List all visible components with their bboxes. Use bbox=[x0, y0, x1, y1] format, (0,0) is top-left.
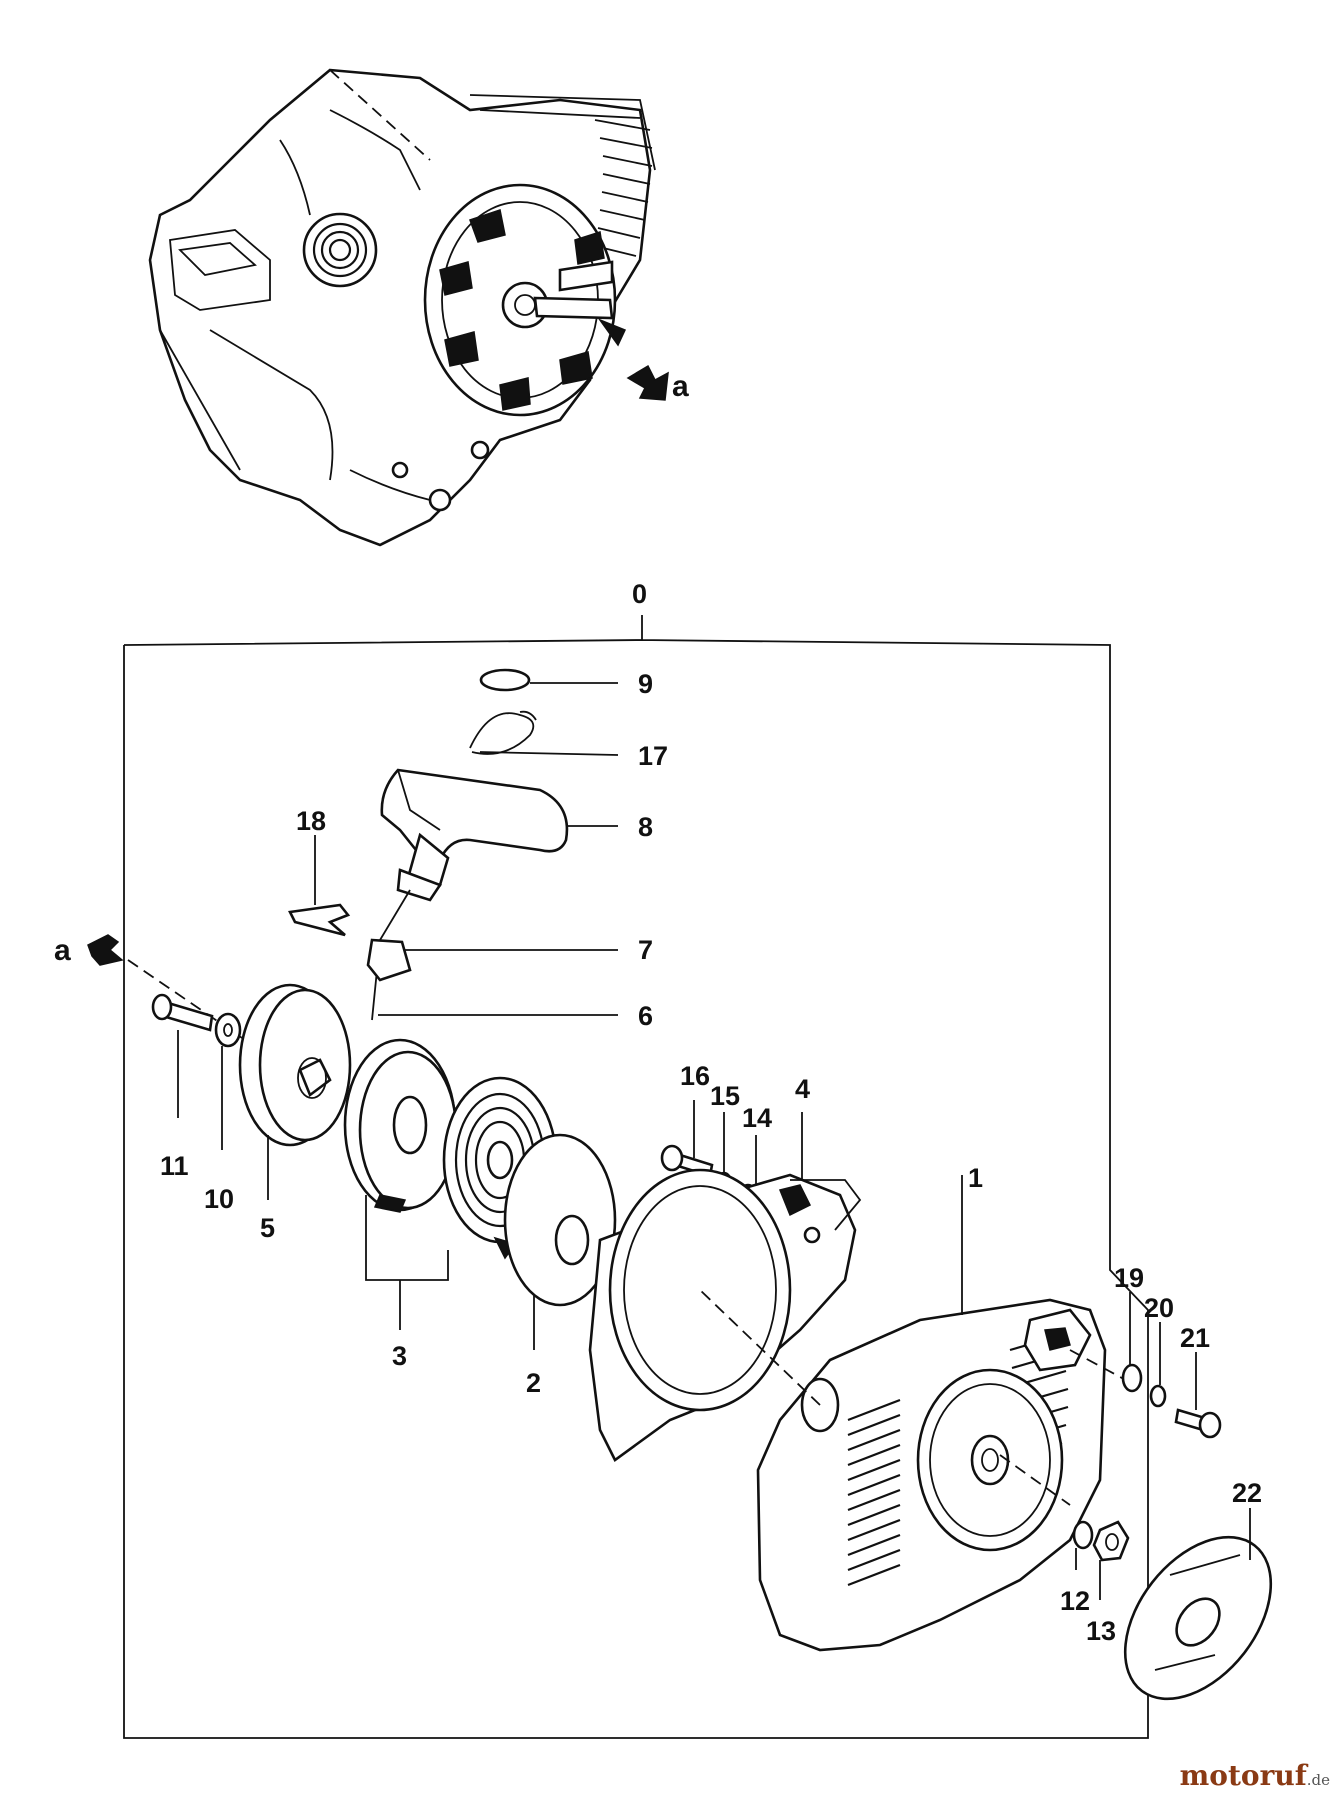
callout-18: 18 bbox=[296, 806, 326, 836]
view-label-a-side: a bbox=[54, 934, 71, 967]
callout-0: 0 bbox=[632, 579, 647, 609]
callout-numbers: 1 2 3 4 5 6 7 8 9 10 11 12 13 14 15 16 1… bbox=[160, 669, 1262, 1646]
callout-11: 11 bbox=[160, 1151, 189, 1181]
assembly-bracket: 0 bbox=[123, 579, 1149, 1739]
view-label-a-top: a bbox=[672, 370, 689, 403]
cylinder-fins bbox=[469, 94, 656, 257]
part-washer-10 bbox=[214, 1012, 242, 1048]
callout-12: 12 bbox=[1060, 1586, 1090, 1616]
callout-15: 15 bbox=[710, 1081, 740, 1111]
callout-22: 22 bbox=[1232, 1478, 1262, 1508]
callout-19: 19 bbox=[1114, 1263, 1144, 1293]
callout-6: 6 bbox=[638, 1001, 653, 1031]
callout-16: 16 bbox=[680, 1061, 710, 1091]
callout-4: 4 bbox=[795, 1074, 810, 1104]
callout-8: 8 bbox=[638, 812, 653, 842]
part-rope-guide bbox=[366, 938, 412, 982]
part-spring-washer bbox=[503, 1133, 617, 1307]
part-nut-13 bbox=[1092, 1520, 1130, 1562]
part-fan-housing bbox=[756, 1298, 1107, 1652]
part-washer-19 bbox=[1121, 1363, 1143, 1393]
part-rewind-spring-cassette bbox=[343, 1038, 458, 1213]
part-decal-plate bbox=[1123, 1535, 1273, 1701]
part-starter-handle bbox=[380, 768, 569, 902]
flywheel-fan bbox=[423, 183, 627, 417]
callout-1: 1 bbox=[968, 1163, 983, 1193]
part-starter-housing-plate bbox=[588, 1168, 862, 1462]
callout-17: 17 bbox=[638, 741, 668, 771]
part-rope-pulley bbox=[238, 983, 352, 1147]
callout-13: 13 bbox=[1086, 1616, 1116, 1646]
callout-10: 10 bbox=[204, 1184, 234, 1214]
part-lock-washer-20 bbox=[1149, 1384, 1167, 1408]
recoil-starter-parts: a bbox=[54, 668, 1273, 1701]
watermark-logo: motoruf.de bbox=[1180, 1759, 1330, 1792]
callout-14: 14 bbox=[742, 1103, 772, 1133]
callout-20: 20 bbox=[1144, 1293, 1174, 1323]
part-handle-cap bbox=[479, 668, 531, 692]
engine-crankcase: a bbox=[148, 68, 689, 547]
watermark-tld: .de bbox=[1306, 1771, 1330, 1789]
callout-9: 9 bbox=[638, 669, 653, 699]
part-screw-21 bbox=[1174, 1408, 1222, 1439]
view-arrow-a-top: a bbox=[626, 364, 689, 403]
callout-7: 7 bbox=[638, 935, 653, 965]
view-arrow-a-side: a bbox=[54, 934, 124, 967]
watermark-brand: motoruf bbox=[1179, 1759, 1307, 1792]
callout-5: 5 bbox=[260, 1213, 275, 1243]
part-cord-loop bbox=[469, 712, 535, 755]
callout-3: 3 bbox=[392, 1341, 407, 1371]
callout-21: 21 bbox=[1180, 1323, 1210, 1353]
part-pawl-clip bbox=[288, 903, 351, 937]
part-washer-12 bbox=[1072, 1520, 1094, 1550]
threaded-port bbox=[302, 212, 378, 288]
callout-2: 2 bbox=[526, 1368, 541, 1398]
